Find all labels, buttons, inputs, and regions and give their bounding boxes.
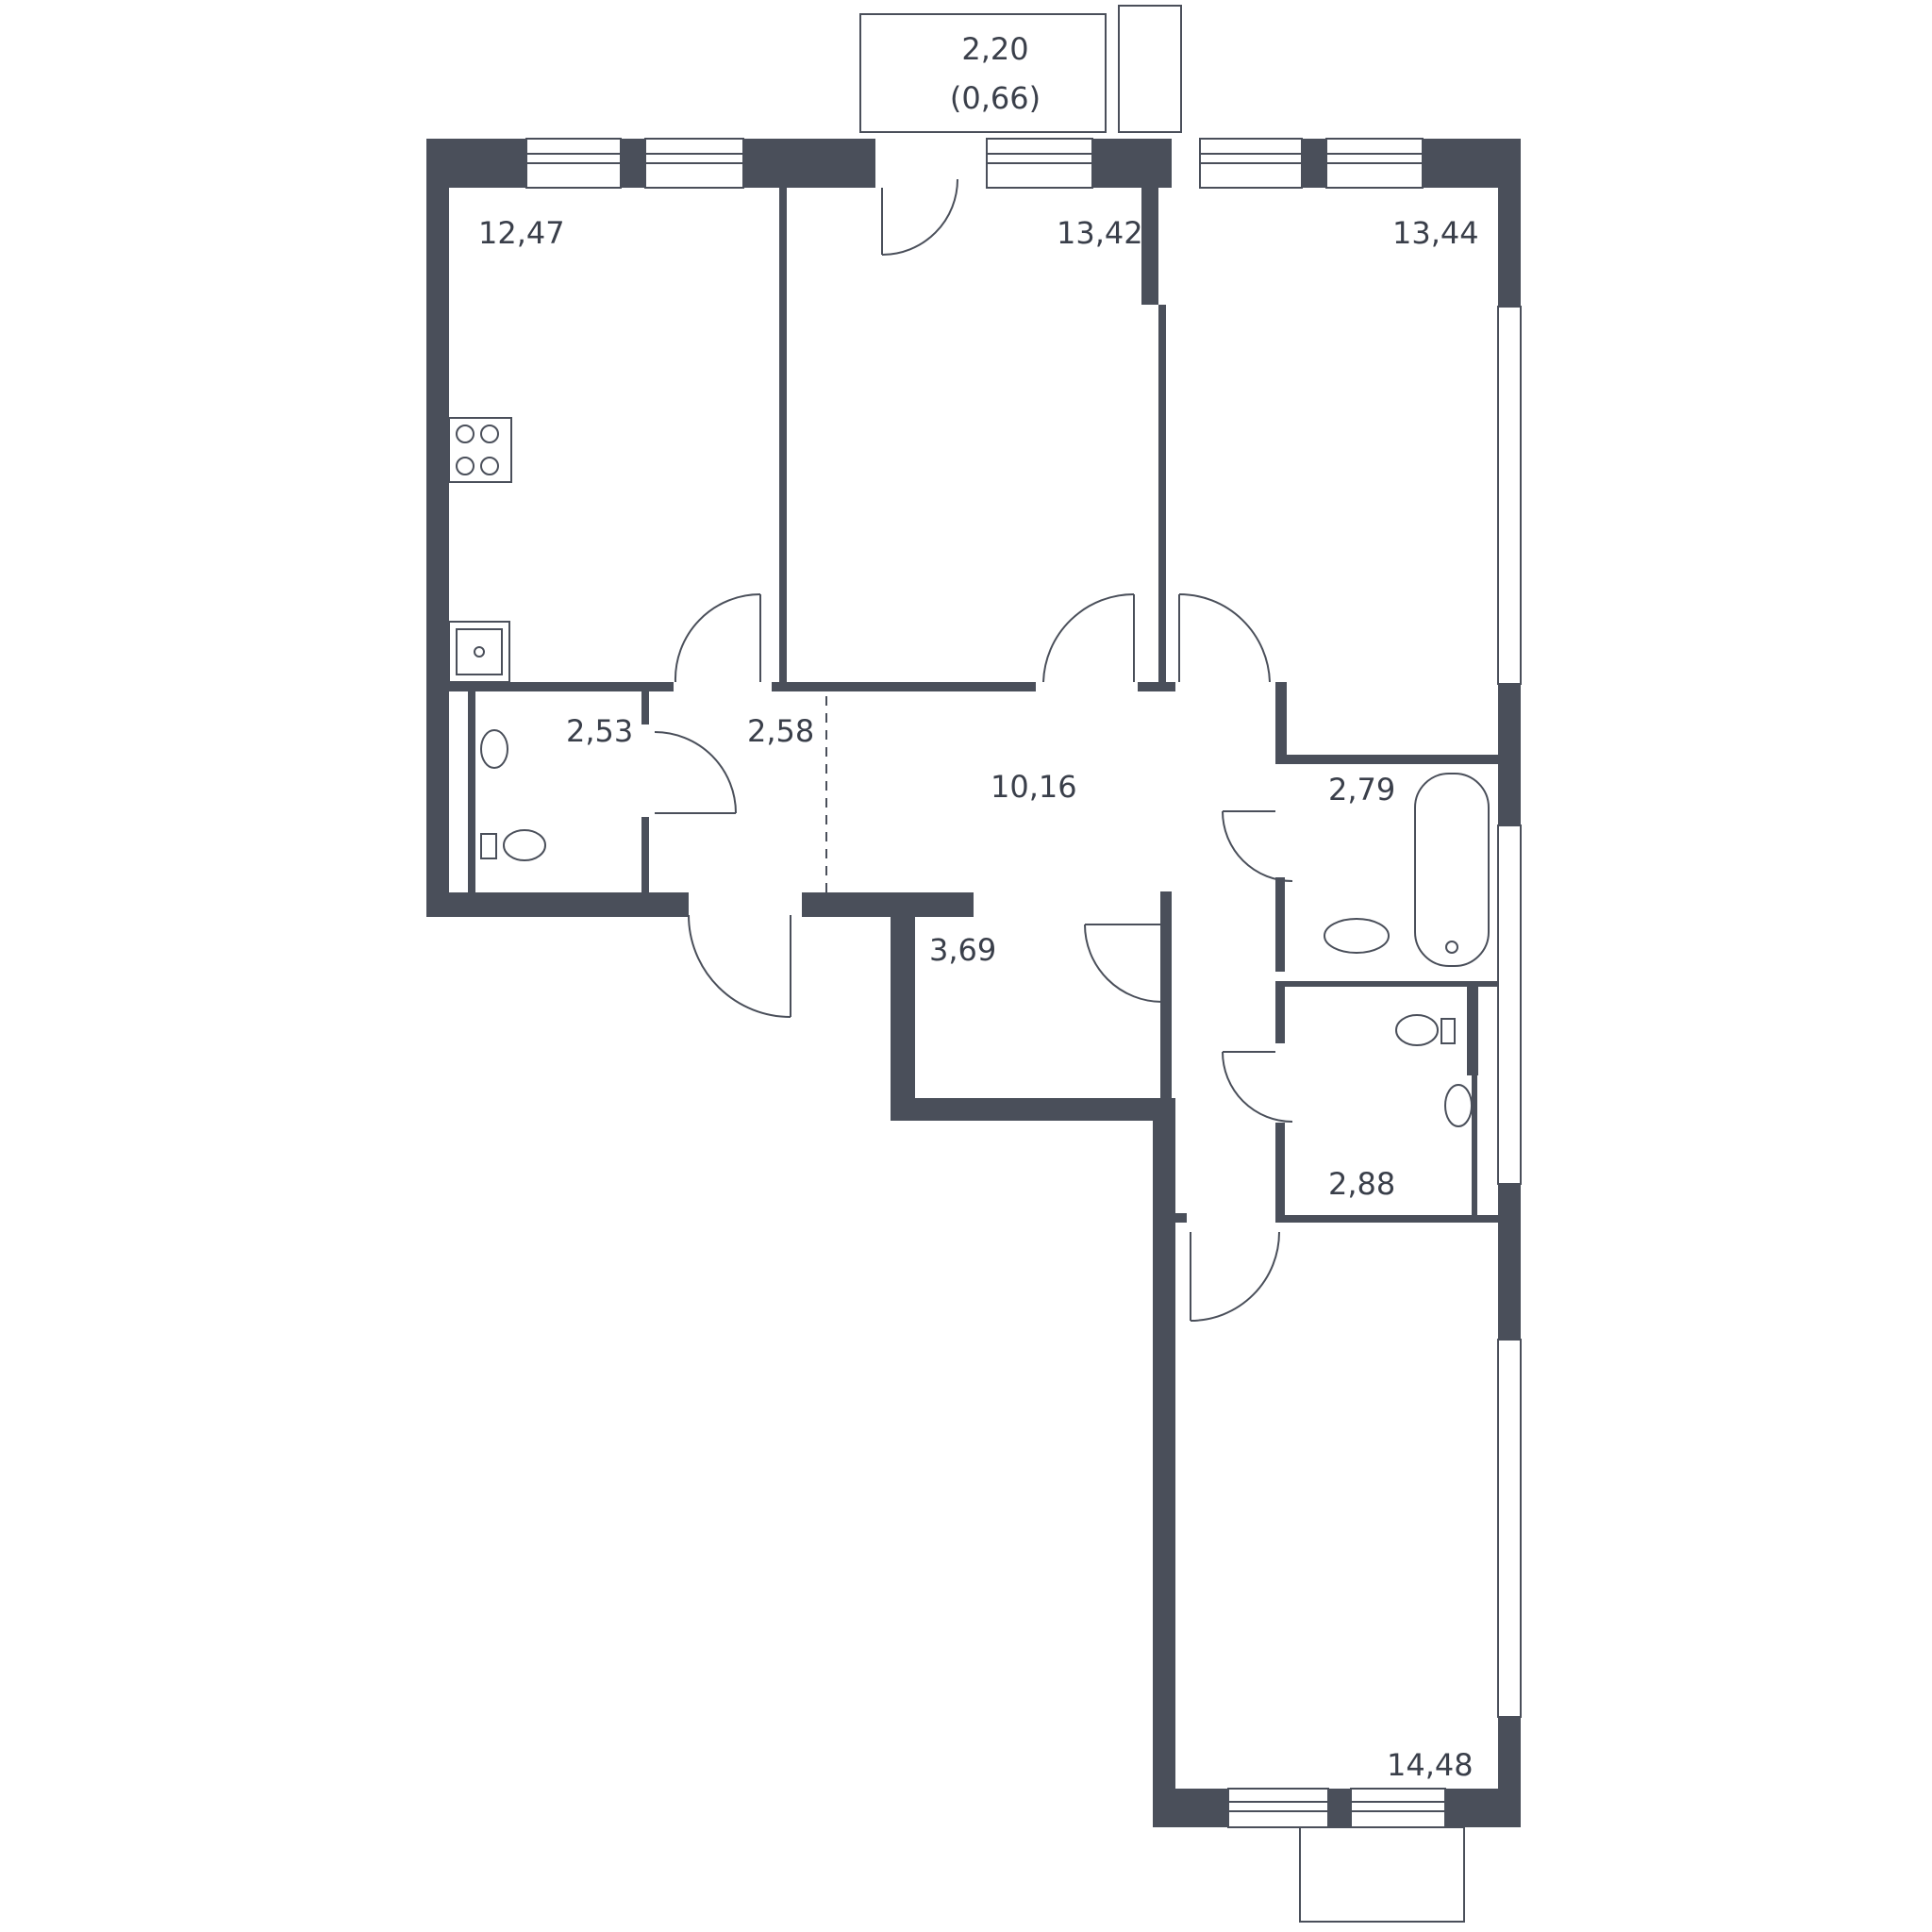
- room-labels: 12,47 13,42 13,44 2,53 2,58 10,16 2,79 3…: [478, 215, 1479, 1783]
- room-bottom-area: 14,48: [1387, 1747, 1474, 1783]
- room-middle-area: 13,42: [1057, 215, 1143, 251]
- balcony-area: 2,20: [961, 31, 1028, 67]
- bathroom-wc-area: 2,53: [566, 713, 633, 749]
- bathroom-area: 2,79: [1328, 772, 1395, 808]
- corridor-area: 10,16: [991, 769, 1077, 805]
- windows: [525, 138, 1522, 1923]
- walls: [426, 139, 1521, 1827]
- doors: [654, 178, 1293, 1322]
- washbasin-icon: [1444, 1084, 1473, 1127]
- washbasin-icon: [480, 729, 508, 769]
- storage-area: 3,69: [929, 932, 996, 968]
- wc-area: 2,88: [1328, 1166, 1395, 1202]
- entry-area: 2,58: [747, 713, 814, 749]
- balcony-reduced-area: (0,66): [950, 80, 1041, 116]
- washbasin-icon: [1324, 918, 1390, 954]
- toilet-icon: [480, 829, 546, 861]
- kitchen-sink-icon: [448, 621, 510, 683]
- bathtub-icon: [1414, 773, 1490, 967]
- room-right-area: 13,44: [1392, 215, 1479, 251]
- toilet-icon: [1395, 1014, 1456, 1046]
- balcony: 2,20 (0,66): [859, 5, 1182, 133]
- stove-icon: [448, 417, 512, 483]
- kitchen-area: 12,47: [478, 215, 565, 251]
